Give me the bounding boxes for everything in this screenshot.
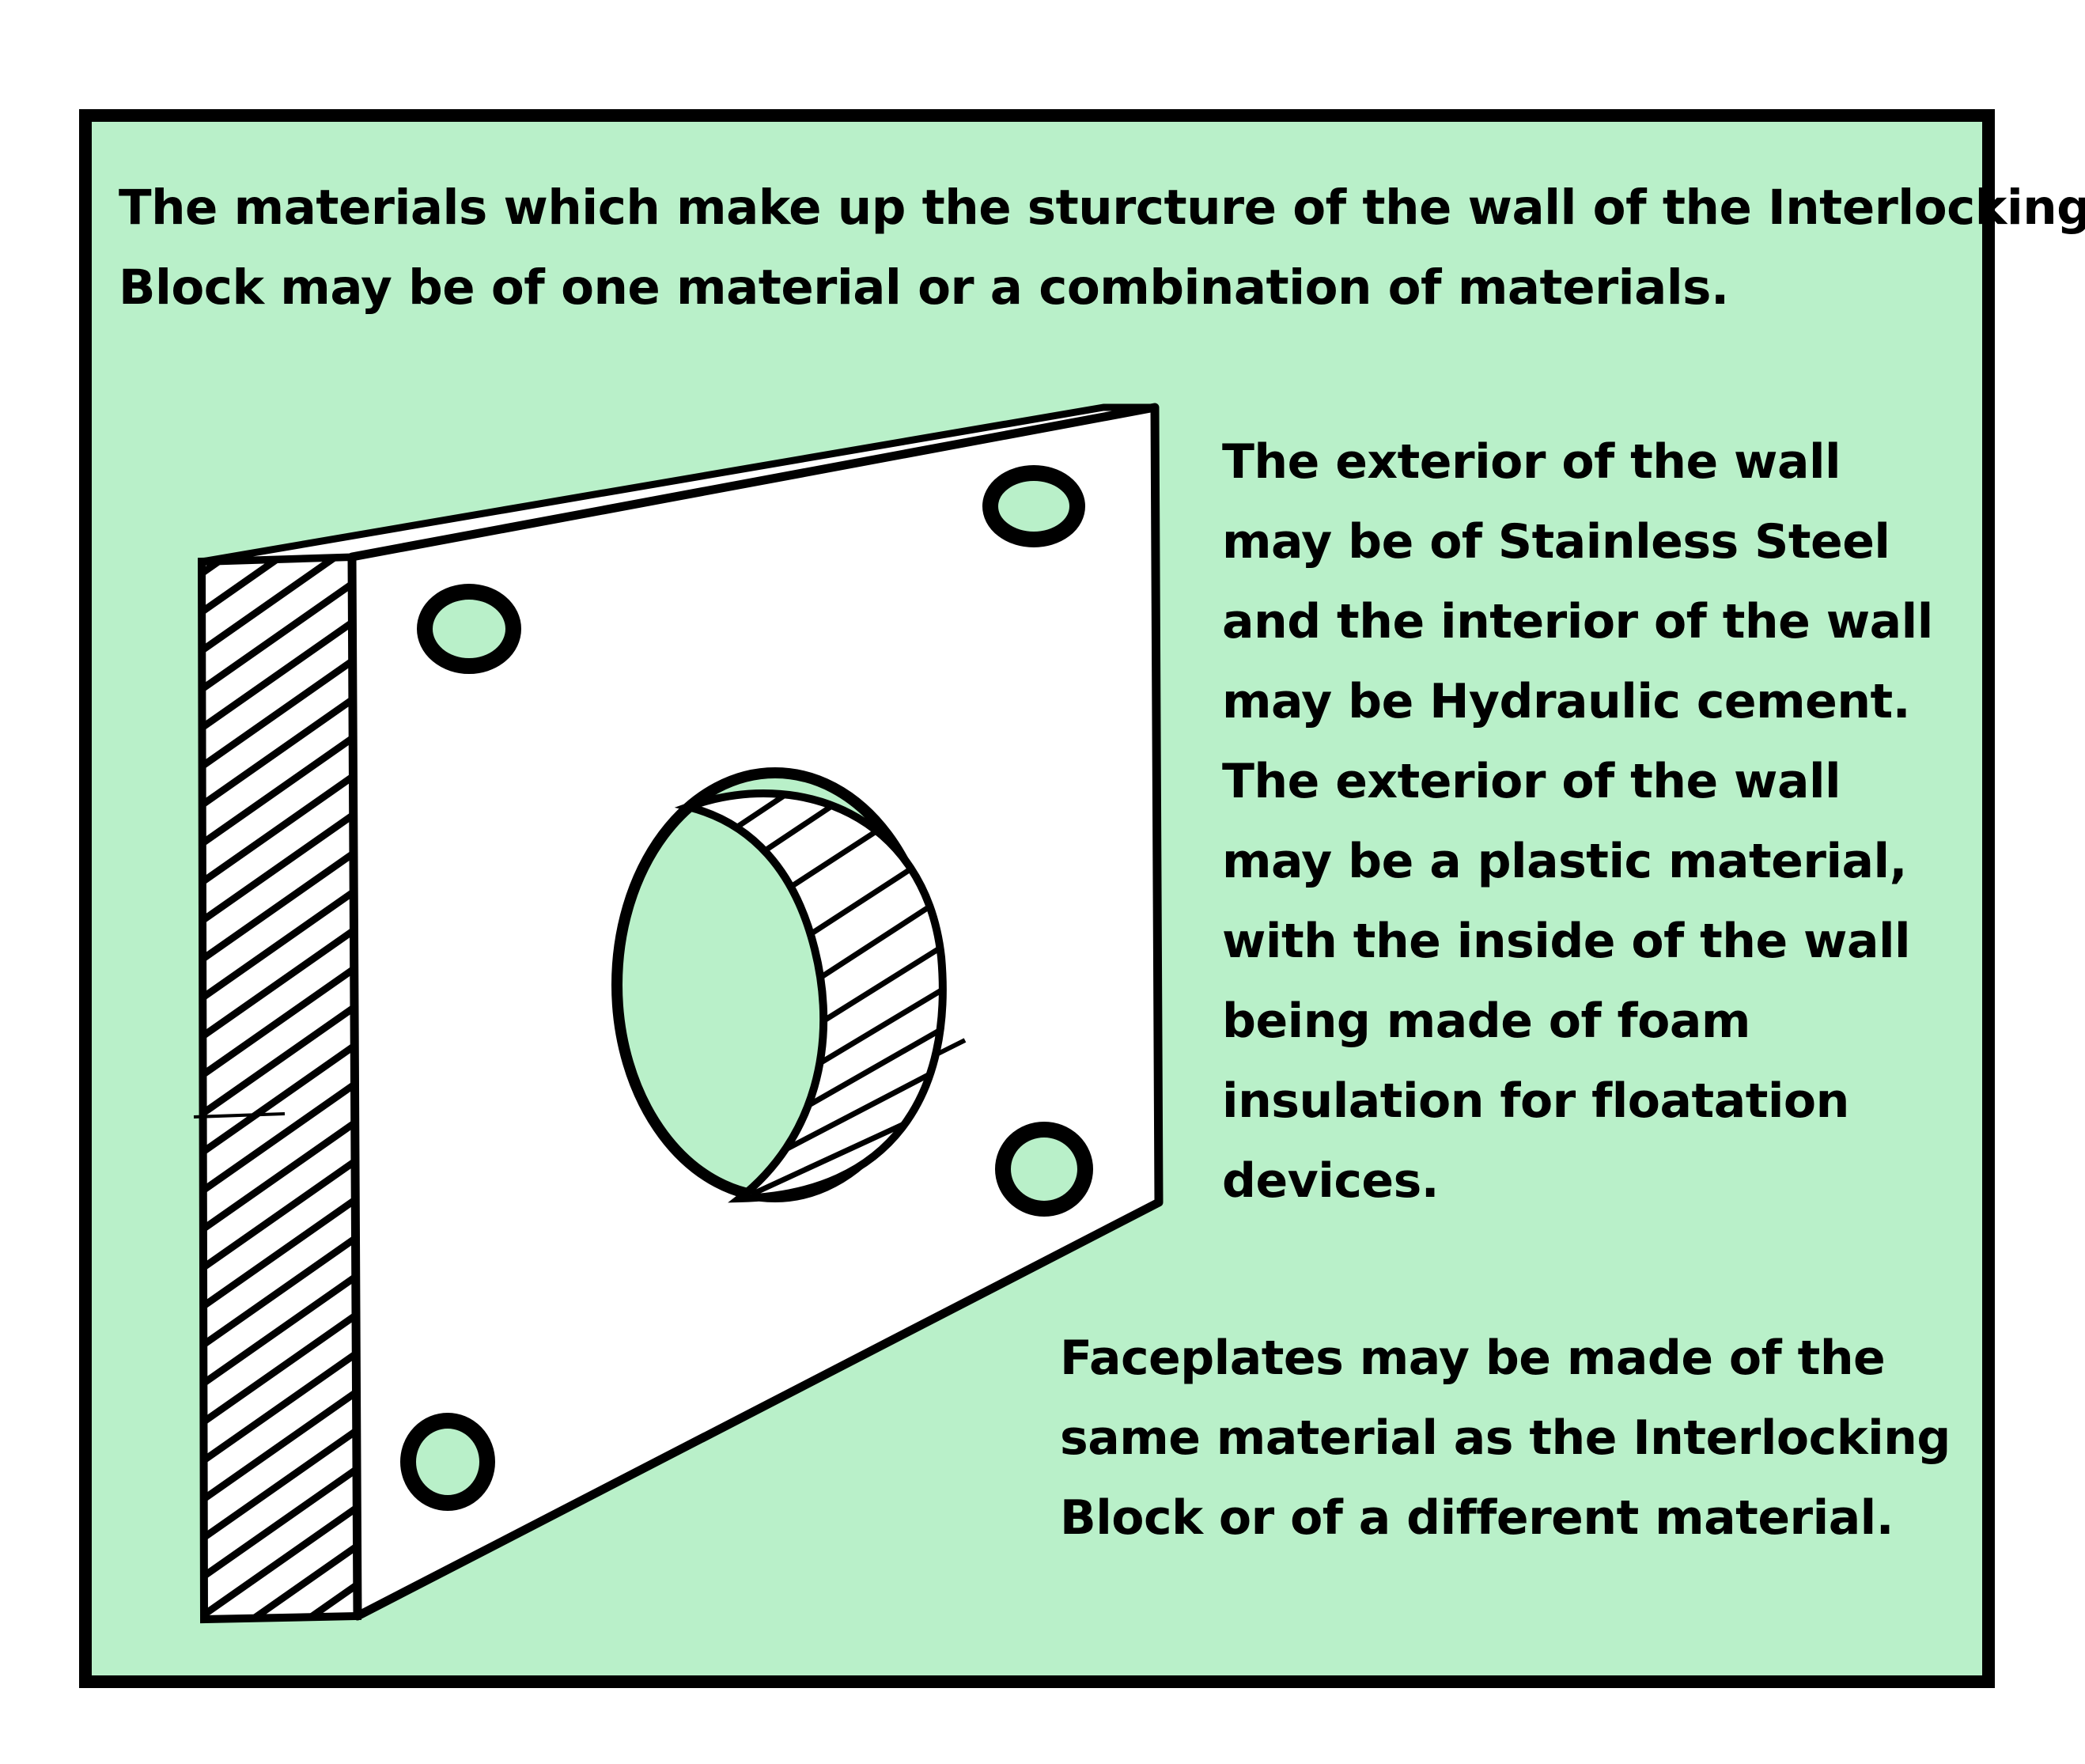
bore-inner-wall [674, 789, 947, 1203]
faceplate-note-line: Block or of a different material. [1060, 1490, 1894, 1546]
materials-note: The exterior of the wall may be of Stain… [1222, 422, 1933, 1221]
intro-caption: The materials which make up the sturctur… [119, 168, 2085, 327]
materials-note-line: The exterior of the wall [1222, 754, 1841, 809]
materials-note-line: may be Hydraulic cement. [1222, 674, 1911, 729]
bolt-hole-bottom-right [995, 1122, 1093, 1217]
materials-note-line: may be of Stainless Steel [1222, 514, 1890, 570]
faceplate-note-line: same material as the Interlocking [1060, 1410, 1951, 1466]
bolt-hole-top-right [982, 465, 1085, 547]
faceplate-note: Faceplates may be made of the same mater… [1060, 1319, 1951, 1558]
faceplate-note-line: Faceplates may be made of the [1060, 1331, 1886, 1386]
bolt-hole-bottom-left [400, 1413, 495, 1511]
bolt-hole-top-left [417, 584, 521, 674]
materials-note-line: being made of foam [1222, 994, 1750, 1049]
plate-side-edge [197, 552, 362, 1624]
materials-note-line: and the interior of the wall [1222, 594, 1933, 649]
intro-line: Block may be of one material or a combin… [119, 259, 1729, 316]
materials-note-line: with the inside of the wall [1222, 914, 1911, 969]
edge-tick [193, 1112, 286, 1119]
materials-note-line: The exterior of the wall [1222, 434, 1841, 490]
materials-note-line: devices. [1222, 1153, 1440, 1209]
materials-note-line: insulation for floatation [1222, 1073, 1849, 1129]
materials-note-line: may be a plastic material, [1222, 834, 1907, 889]
intro-line: The materials which make up the sturctur… [119, 180, 2085, 236]
